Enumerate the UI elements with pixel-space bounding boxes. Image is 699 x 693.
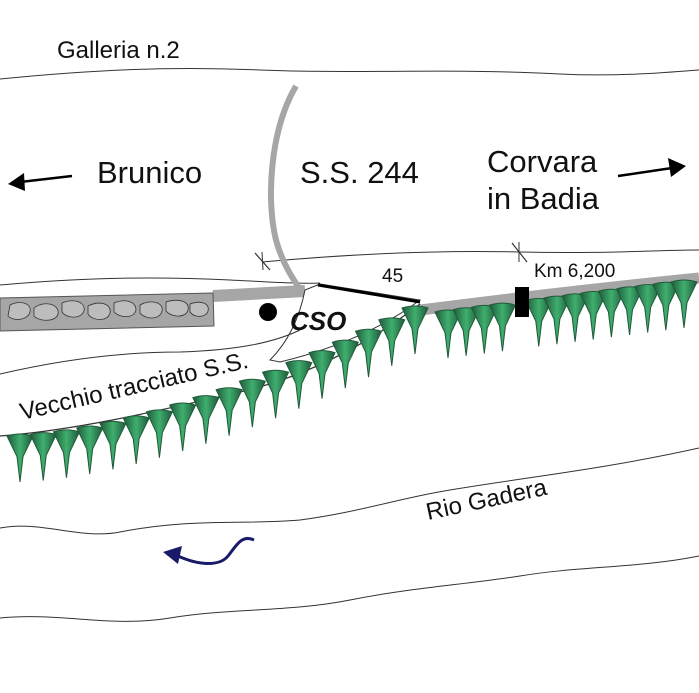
tree-symbol <box>6 433 34 483</box>
tree-symbol <box>122 415 150 464</box>
km-post-marker <box>515 287 529 317</box>
river-label: Rio Gadera <box>424 474 550 526</box>
old-road-upper-edge <box>0 329 301 375</box>
tree-symbol <box>52 429 81 478</box>
river-bank-lower <box>0 555 699 622</box>
tree-symbol <box>401 305 429 355</box>
dimension-tick-left-b <box>261 251 264 271</box>
road-band-east <box>419 272 699 316</box>
tree-symbol <box>238 378 267 428</box>
tree-symbol <box>285 360 313 409</box>
cso-label: CSO <box>290 306 346 336</box>
tree-row-west <box>6 305 429 483</box>
river-bank-upper <box>0 447 699 535</box>
tree-row-east <box>434 279 698 359</box>
tree-symbol <box>331 339 359 389</box>
ss244-label: S.S. 244 <box>300 155 419 190</box>
rubble-wall <box>0 292 215 332</box>
tree-symbol <box>29 432 57 481</box>
tree-symbol <box>308 350 336 399</box>
old-road-label: Vecchio tracciato S.S. <box>17 347 251 426</box>
tree-symbol <box>354 328 383 378</box>
tree-symbol <box>215 387 243 436</box>
cso-area-outline <box>268 283 422 363</box>
brunico-label: Brunico <box>97 155 202 190</box>
tree-symbol <box>488 302 517 352</box>
cso-measured-line <box>317 283 421 304</box>
tree-symbol <box>99 420 127 470</box>
tree-symbol <box>168 402 197 452</box>
ss244-road <box>267 84 305 294</box>
tree-symbol <box>192 395 220 444</box>
tree-symbol <box>261 369 290 419</box>
tree-symbol <box>76 425 104 475</box>
road-band-west <box>212 285 306 302</box>
tree-symbol <box>378 317 406 366</box>
tunnel-boundary-line <box>0 67 699 80</box>
distance-label: 45 <box>382 266 403 287</box>
km-marker-label: Km 6,200 <box>534 261 615 282</box>
arrow-left-icon <box>8 173 73 191</box>
arrow-right-icon <box>617 158 686 178</box>
in-badia-label: in Badia <box>487 181 600 216</box>
road-edge-line-upper <box>0 277 321 286</box>
dimension-line <box>261 249 699 263</box>
tree-symbol <box>145 409 174 458</box>
cso-point-marker <box>259 303 277 321</box>
tunnel-label: Galleria n.2 <box>57 37 180 64</box>
curved-arrow-left-icon <box>163 537 255 565</box>
corvara-label: Corvara <box>487 144 598 179</box>
tree-symbol <box>670 279 698 329</box>
